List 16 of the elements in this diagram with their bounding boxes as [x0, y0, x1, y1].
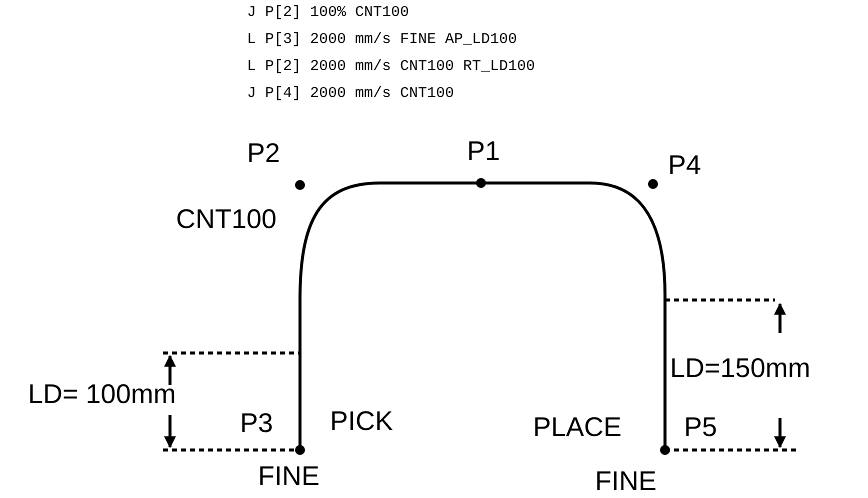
code-line: L P[3] 2000 mm/s FINE AP_LD100	[247, 32, 518, 47]
point-label: P4	[668, 152, 702, 179]
approach-label: CNT100	[176, 206, 277, 233]
code-line: J P[4] 2000 mm/s CNT100	[247, 86, 454, 101]
station-label: PICK	[330, 408, 394, 435]
point-label: P2	[247, 140, 280, 167]
point-label: P5	[684, 414, 718, 441]
dimension-label: LD= 100mm	[28, 381, 176, 408]
code-line: J P[2] 100% CNT100	[247, 5, 410, 20]
station-label: PLACE	[533, 414, 622, 441]
termination-label: FINE	[258, 463, 320, 490]
dimension-label: LD=150mm	[670, 355, 810, 382]
point-label: P3	[240, 410, 274, 437]
point-label: P1	[467, 138, 500, 165]
termination-label: FINE	[595, 468, 657, 495]
code-line: L P[2] 2000 mm/s CNT100 RT_LD100	[247, 59, 536, 74]
